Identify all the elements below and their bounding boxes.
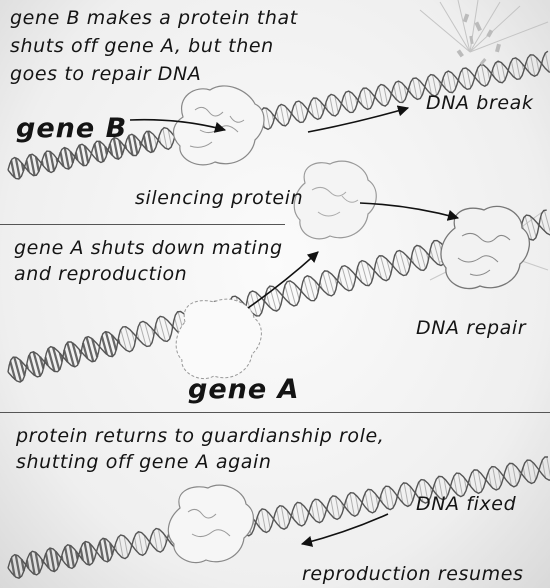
base-pair	[364, 88, 368, 109]
panel2-caption-line-1: gene A shuts down mating	[14, 236, 283, 261]
base-pair	[531, 55, 535, 76]
base-pair	[316, 499, 320, 523]
panel3-caption-line-2: shutting off gene A again	[16, 450, 272, 475]
base-pair	[404, 483, 408, 507]
base-pair	[370, 489, 374, 512]
protein-returned	[168, 485, 253, 562]
repair-protein	[441, 206, 529, 288]
base-pair	[262, 509, 266, 532]
dna-repair-label: DNA repair	[416, 316, 526, 341]
base-pair	[482, 64, 486, 85]
dna-break-label: DNA break	[426, 91, 534, 116]
base-pair	[328, 271, 334, 294]
base-pair	[527, 460, 531, 483]
base-pair	[65, 148, 69, 169]
divider-1	[0, 224, 285, 225]
base-pair	[85, 542, 89, 565]
base-pair	[315, 98, 319, 119]
break-rays	[420, 0, 548, 52]
base-pair	[148, 131, 152, 152]
panel3-caption-line-1: protein returns to guardianship role,	[16, 424, 384, 449]
base-pair	[323, 273, 329, 296]
silencing-protein	[294, 161, 376, 239]
reproduction-resumes-label: reproduction resumes	[302, 562, 524, 587]
base-pair	[280, 105, 284, 126]
base-pair	[493, 466, 497, 490]
divider-2	[0, 412, 550, 413]
base-pair	[414, 247, 420, 270]
base-pair	[398, 81, 402, 102]
base-pair	[16, 555, 20, 578]
base-pair	[30, 154, 34, 175]
silencing-protein-label: silencing protein	[135, 186, 303, 211]
panel1-caption-line-2: shuts off gene A, but then	[10, 34, 274, 59]
base-pair	[281, 506, 285, 529]
protein-gene-a	[176, 299, 261, 378]
panel1-caption-line-1: gene B makes a protein that	[10, 6, 298, 31]
gene-a-label: gene A	[188, 374, 299, 405]
base-pair	[145, 322, 151, 345]
base-pair	[350, 493, 354, 516]
arrow-reproduction-resumes	[302, 514, 388, 544]
base-pair	[140, 323, 146, 346]
dna-fixed-label: DNA fixed	[416, 492, 516, 517]
gene-b-label: gene B	[16, 113, 127, 144]
protein-gene-b	[174, 86, 265, 165]
base-pair	[50, 548, 54, 572]
panel1-caption-line-3: goes to repair DNA	[10, 62, 201, 87]
base-pair	[139, 532, 143, 556]
base-pair	[104, 538, 108, 561]
base-pair	[447, 71, 451, 92]
arrows	[130, 108, 458, 544]
panel2-caption-line-2: and reproduction	[14, 262, 187, 287]
